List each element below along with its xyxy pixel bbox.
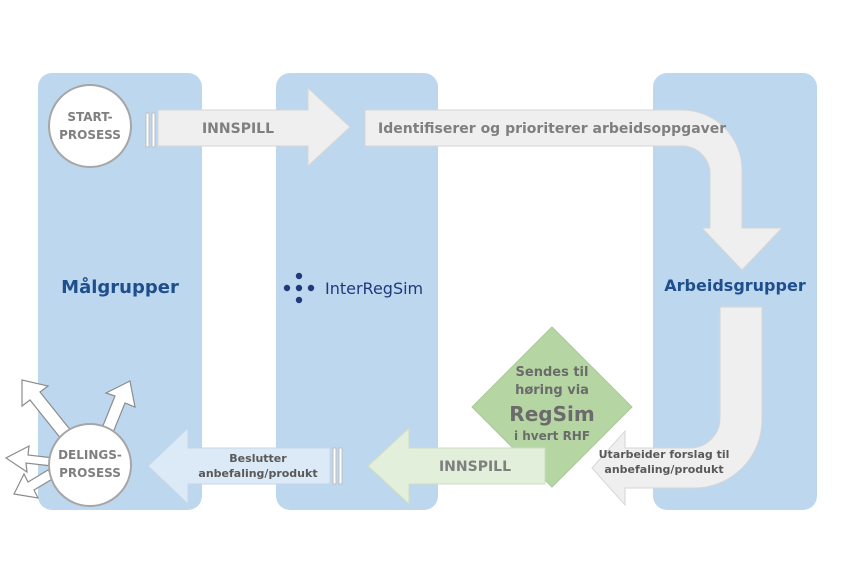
start-circle-line-2: PROSESS: [59, 128, 121, 142]
bottom-beslutter-label-2: anbefaling/produkt: [198, 467, 317, 480]
bottom-beslutter-arrow: Beslutter anbefaling/produkt: [147, 426, 343, 506]
column-interregsim: [276, 73, 438, 510]
column-title-arbeidsgrupper: Arbeidsgrupper: [664, 276, 806, 295]
share-circle-line-2: PROSESS: [59, 466, 121, 480]
bottom-innspill-label: INNSPILL: [439, 459, 511, 475]
top-innspill-label: INNSPILL: [202, 121, 274, 137]
bottom-innspill-arrow: INNSPILL: [367, 426, 546, 506]
column-title-malgrupper: Målgrupper: [61, 276, 179, 298]
dots-logo-icon: [283, 272, 315, 304]
bottom-right-label-1: Utarbeider forslag til: [599, 448, 730, 461]
top-flow-arrow: Identifiserer og prioriterer arbeidsoppg…: [364, 109, 784, 271]
start-process-circle: START- PROSESS: [48, 84, 132, 168]
column-arbeidsgrupper: [653, 73, 817, 510]
regsim-diamond: Sendes til høring via RegSim i hvert RHF: [471, 326, 633, 488]
bottom-beslutter-label-1: Beslutter: [229, 452, 287, 465]
diamond-line-3: RegSim: [509, 402, 594, 426]
share-circle-line-1: DELINGS-: [58, 448, 122, 462]
diamond-line-4: i hvert RHF: [514, 429, 590, 443]
column-title-interregsim: InterRegSim: [325, 279, 423, 298]
column-malgrupper: [38, 73, 202, 510]
share-process-group: DELINGS- PROSESS: [4, 379, 136, 507]
diamond-line-1: Sendes til: [516, 365, 589, 380]
top-innspill-arrow: INNSPILL: [145, 86, 351, 168]
bottom-right-label-2: anbefaling/produkt: [604, 463, 723, 476]
bottom-right-arrow: Utarbeider forslag til anbefaling/produk…: [591, 306, 763, 507]
top-flow-label: Identifiserer og prioriterer arbeidsoppg…: [378, 121, 726, 137]
diamond-line-2: høring via: [515, 383, 589, 398]
interregsim-logo: InterRegSim: [283, 272, 423, 304]
start-circle-line-1: START-: [67, 110, 112, 124]
